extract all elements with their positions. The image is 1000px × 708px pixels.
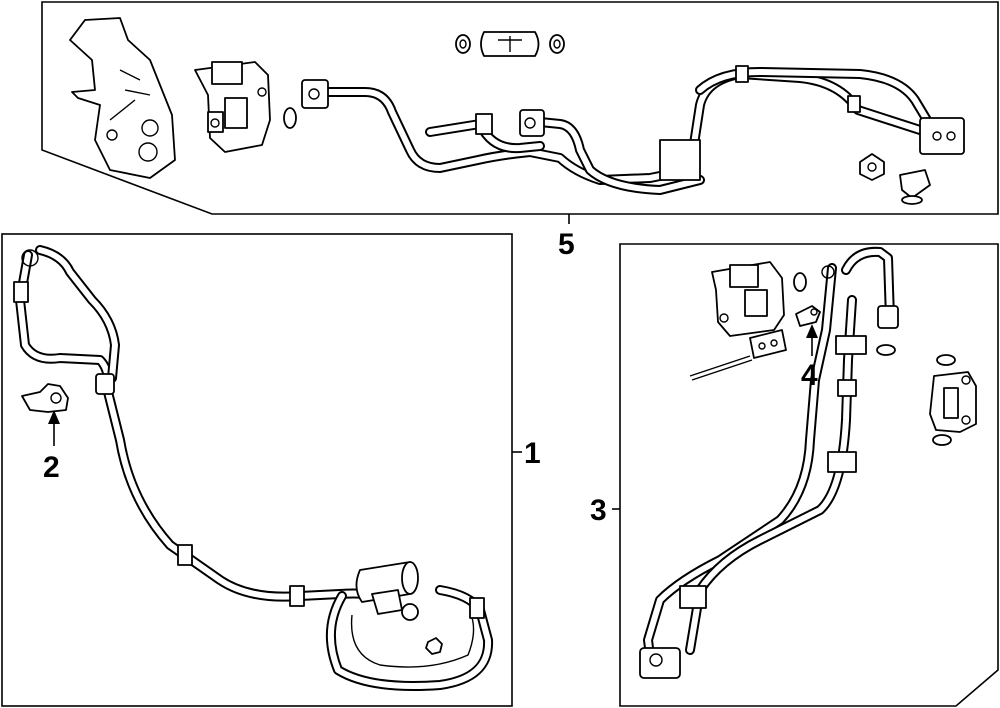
callout-2: 2 <box>43 451 60 484</box>
block-fitting <box>929 371 977 433</box>
receiver-drier <box>355 561 443 655</box>
o-ring-a <box>876 344 896 356</box>
callout-4-arrow <box>806 324 818 338</box>
panel-3-frame <box>619 243 999 707</box>
hose-assembly-3 <box>639 246 899 679</box>
panel-5 <box>41 1 999 215</box>
callout-1: 1 <box>524 437 541 470</box>
valve-block-3 <box>711 261 807 337</box>
callout-4: 4 <box>801 359 818 392</box>
small-fittings <box>455 31 565 57</box>
callout-3: 3 <box>590 494 607 527</box>
o-ring-b <box>936 354 956 366</box>
hose-assembly-5 <box>301 65 965 195</box>
panel-3 <box>612 243 999 707</box>
hose-assembly-1 <box>13 245 494 691</box>
nut-and-clip <box>859 153 931 205</box>
seal-ring <box>283 107 297 129</box>
panel-1 <box>1 233 522 707</box>
callout-2-arrow <box>48 410 60 424</box>
expansion-valve-block <box>194 61 271 153</box>
mounting-bracket <box>69 17 176 179</box>
o-ring-c <box>932 434 952 446</box>
panel-1-frame <box>1 233 513 707</box>
panel-5-frame <box>41 1 999 215</box>
callout-5: 5 <box>558 228 575 261</box>
bracket-strip <box>689 329 787 381</box>
valve-core-part-4 <box>795 305 821 327</box>
clip-part-2 <box>21 383 69 413</box>
